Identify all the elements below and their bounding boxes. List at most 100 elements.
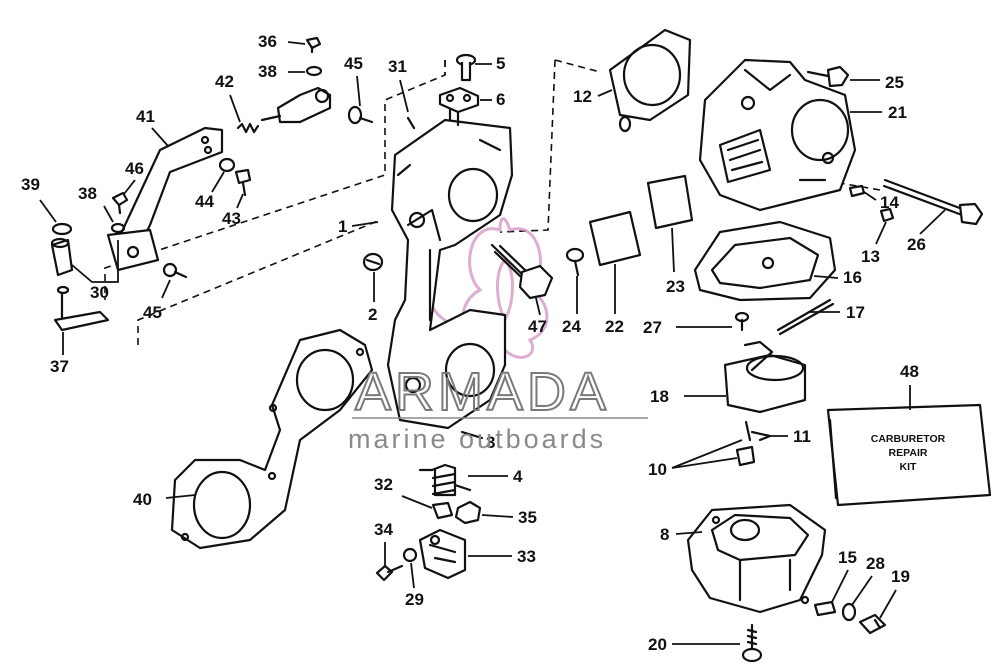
callout-43: 43 bbox=[222, 209, 241, 228]
nut-part-35 bbox=[454, 500, 482, 525]
callout-3: 3 bbox=[486, 433, 495, 452]
screw-part-5 bbox=[455, 53, 477, 82]
rod-part-17 bbox=[776, 298, 835, 336]
callout-26: 26 bbox=[907, 235, 926, 254]
callout-15: 15 bbox=[838, 548, 857, 567]
screw-part-46 bbox=[111, 191, 129, 215]
nut-part-13 bbox=[879, 207, 895, 223]
callout-6: 6 bbox=[496, 90, 505, 109]
callout-28: 28 bbox=[866, 554, 885, 573]
gasket-part-16 bbox=[693, 220, 837, 302]
callout-45a: 45 bbox=[344, 54, 363, 73]
callout-5: 5 bbox=[496, 54, 505, 73]
gasket-part-23 bbox=[646, 174, 694, 230]
callout-37: 37 bbox=[50, 357, 69, 376]
callout-40: 40 bbox=[133, 490, 152, 509]
callout-45b: 45 bbox=[143, 303, 162, 322]
callout-13: 13 bbox=[861, 247, 880, 266]
callout-10: 10 bbox=[648, 460, 667, 479]
kit-label-line3: KIT bbox=[900, 461, 918, 473]
callout-17: 17 bbox=[846, 303, 865, 322]
screw-part-27 bbox=[734, 311, 750, 332]
bolt-part-47 bbox=[490, 243, 554, 300]
plug-part bbox=[362, 252, 384, 272]
washer-part-39 bbox=[51, 222, 73, 236]
plate-part-22 bbox=[588, 210, 642, 267]
screw-part-15 bbox=[813, 600, 837, 617]
screw-part-14 bbox=[848, 184, 866, 198]
callout-31: 31 bbox=[388, 57, 407, 76]
callout-47: 47 bbox=[528, 317, 547, 336]
washer-part-38a bbox=[305, 65, 323, 77]
callout-32: 32 bbox=[374, 475, 393, 494]
callout-33: 33 bbox=[517, 547, 536, 566]
callout-34: 34 bbox=[374, 520, 393, 539]
callout-35: 35 bbox=[518, 508, 537, 527]
needle-seat-part-10 bbox=[735, 420, 756, 467]
float-bowl-part-8 bbox=[686, 503, 827, 614]
air-intake-part-21 bbox=[698, 58, 857, 212]
washer-part-44 bbox=[218, 157, 236, 173]
callout-46: 46 bbox=[125, 159, 144, 178]
spring-part-42 bbox=[236, 122, 260, 134]
callout-38b: 38 bbox=[78, 184, 97, 203]
callout-23: 23 bbox=[666, 277, 685, 296]
callout-14: 14 bbox=[880, 193, 899, 212]
callout-19: 19 bbox=[891, 567, 910, 586]
carburetor-body bbox=[386, 103, 514, 430]
callout-20: 20 bbox=[648, 635, 667, 654]
callout-29: 29 bbox=[405, 590, 424, 609]
screw-part-24 bbox=[565, 247, 585, 277]
shaft-part bbox=[53, 285, 110, 332]
bracket-part-33 bbox=[418, 528, 467, 580]
screw-part-45a bbox=[347, 105, 374, 125]
watermark-brand: ARMADA bbox=[355, 362, 610, 422]
plug-part-19 bbox=[858, 613, 887, 635]
callout-2: 2 bbox=[368, 305, 377, 324]
callout-24: 24 bbox=[562, 317, 581, 336]
plate-part bbox=[438, 86, 480, 114]
washer-part-38b bbox=[110, 222, 126, 234]
callout-25: 25 bbox=[885, 73, 904, 92]
washer-part-29 bbox=[402, 547, 418, 563]
callout-18: 18 bbox=[650, 387, 669, 406]
callout-48: 48 bbox=[900, 362, 919, 381]
callout-11: 11 bbox=[793, 427, 811, 446]
spring-part bbox=[418, 463, 472, 497]
float-part-18 bbox=[723, 340, 807, 414]
bolt-part-25 bbox=[806, 65, 850, 88]
screw-part-45b bbox=[162, 262, 188, 279]
carburetor-repair-kit-box bbox=[826, 403, 992, 507]
callout-27: 27 bbox=[643, 318, 662, 337]
nut-part-32 bbox=[431, 501, 454, 520]
callout-30: 30 bbox=[90, 283, 109, 302]
clip-part-11 bbox=[750, 430, 772, 442]
callout-38a: 38 bbox=[258, 62, 277, 81]
callout-22: 22 bbox=[605, 317, 624, 336]
screw-part-34 bbox=[375, 564, 404, 582]
callout-21: 21 bbox=[888, 103, 907, 122]
screw-part-36 bbox=[305, 36, 322, 54]
callout-1: 1 bbox=[338, 217, 347, 236]
callout-8: 8 bbox=[660, 525, 669, 544]
gasket-part-12 bbox=[608, 28, 692, 133]
bushing-part bbox=[50, 237, 74, 277]
washer-part-28 bbox=[841, 602, 857, 622]
pin-part bbox=[460, 430, 484, 440]
throttle-link-part bbox=[260, 86, 332, 124]
callout-36: 36 bbox=[258, 32, 277, 51]
pin-part-31 bbox=[406, 116, 416, 130]
callout-44: 44 bbox=[195, 192, 214, 211]
callout-4: 4 bbox=[513, 467, 523, 486]
callout-41: 41 bbox=[136, 107, 155, 126]
screw-part-20 bbox=[741, 623, 763, 663]
kit-label-line2: REPAIR bbox=[889, 447, 928, 459]
callout-12: 12 bbox=[573, 87, 592, 106]
gasket-part-40 bbox=[170, 328, 374, 550]
callout-16: 16 bbox=[843, 268, 862, 287]
callout-42: 42 bbox=[215, 72, 234, 91]
kit-label-line1: CARBURETOR bbox=[871, 433, 946, 445]
screw-part-43 bbox=[234, 168, 252, 197]
watermark-tagline: marine outboards bbox=[348, 424, 606, 454]
